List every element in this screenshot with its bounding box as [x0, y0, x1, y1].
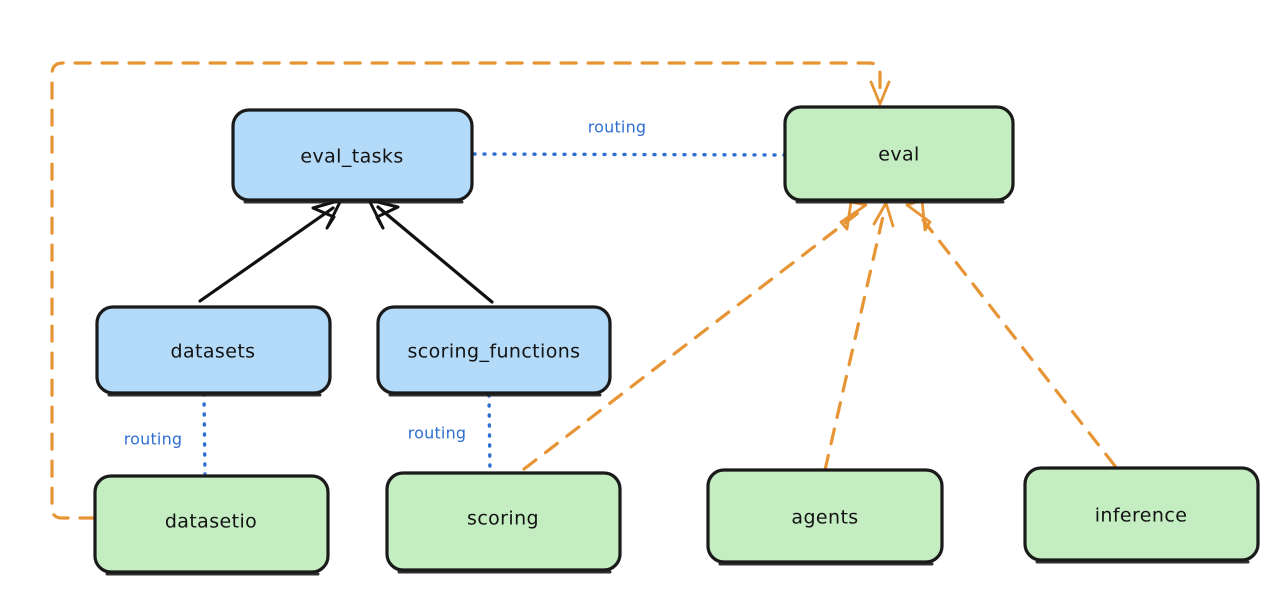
nodes-layer: eval_tasks eval datasets scoring_functio… [93, 105, 1260, 576]
edge-datasets-datasetio-path [202, 392, 207, 479]
edge-datasetio-eval-path [50, 61, 882, 520]
edge-label-routing-scoring-functions: routing [408, 424, 467, 443]
node-eval-tasks-label: eval_tasks [300, 146, 403, 168]
node-datasets[interactable]: datasets [95, 305, 332, 397]
edge-scoring-eval-path [522, 211, 860, 471]
edge-datasetio-eval [50, 61, 891, 520]
node-scoring[interactable]: scoring [385, 471, 622, 574]
node-datasetio-shape [93, 474, 330, 574]
node-eval-label: eval [878, 144, 919, 166]
edge-datasets-eval-tasks-path [198, 206, 335, 303]
node-scoring-functions-shape [376, 305, 612, 395]
node-datasets-label: datasets [171, 341, 256, 363]
edge-agents-eval-arrowhead [872, 201, 895, 228]
node-eval-tasks-shape [231, 108, 474, 202]
edge-scoring-functions-eval-tasks-path [376, 205, 494, 304]
node-agents-shape [706, 468, 944, 564]
node-eval-tasks[interactable]: eval_tasks [231, 108, 474, 204]
edge-agents-eval [823, 201, 895, 472]
edge-inference-eval-path [914, 209, 1117, 468]
edge-agents-eval-path [823, 210, 886, 472]
edge-inference-eval-arrowhead [905, 198, 932, 232]
edges-layer [50, 61, 1117, 520]
node-eval-shape [783, 105, 1015, 202]
edge-eval-tasks-eval [472, 152, 788, 157]
edge-scoring-functions-eval-tasks-arrowhead [367, 198, 400, 230]
edge-datasetio-eval-arrowhead [869, 80, 891, 106]
edge-scoring-functions-eval-tasks [367, 198, 494, 304]
edge-label-routing-eval-tasks: routing [588, 118, 647, 137]
node-scoring-label: scoring [467, 508, 539, 530]
edge-scoring-eval [522, 200, 868, 471]
node-scoring-shape [385, 471, 622, 572]
edge-scoring-eval-arrowhead [839, 200, 868, 231]
node-eval[interactable]: eval [783, 105, 1015, 204]
node-scoring-functions[interactable]: scoring_functions [376, 305, 612, 397]
edge-scoring-functions-scoring [487, 393, 492, 476]
edge-datasets-eval-tasks-arrowhead [311, 198, 343, 230]
node-inference-shape [1023, 466, 1260, 562]
node-inference-label: inference [1095, 505, 1188, 527]
node-scoring-functions-label: scoring_functions [408, 341, 581, 363]
edge-label-routing-datasets: routing [124, 430, 183, 449]
edge-inference-eval [905, 198, 1117, 468]
node-datasetio-label: datasetio [165, 511, 257, 533]
edge-eval-tasks-eval-path [472, 152, 788, 157]
edge-datasets-datasetio [202, 392, 207, 479]
node-datasets-shape [95, 305, 332, 395]
node-agents-label: agents [791, 507, 858, 529]
edge-labels-layer: routing routing routing [124, 118, 647, 449]
node-inference[interactable]: inference [1023, 466, 1260, 564]
edge-scoring-functions-scoring-path [487, 393, 492, 476]
edge-datasets-eval-tasks [198, 198, 343, 303]
node-datasetio[interactable]: datasetio [93, 474, 330, 576]
node-agents[interactable]: agents [706, 468, 944, 566]
